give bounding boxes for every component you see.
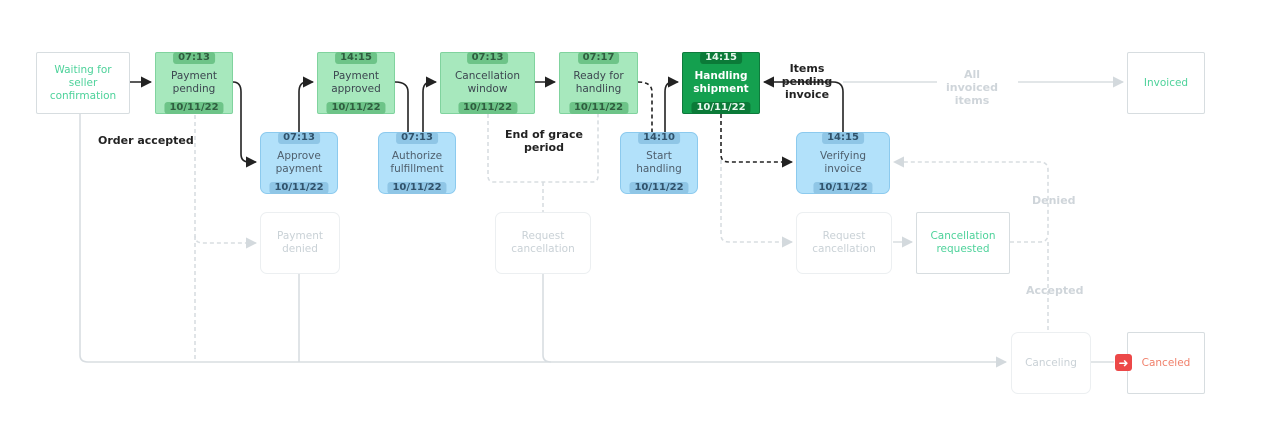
action-request-cancellation-2[interactable]: Request cancellation	[796, 212, 892, 274]
node-date: 10/11/22	[326, 102, 386, 114]
end-of-grace-period-label: End of grace period	[505, 128, 583, 154]
state-invoiced[interactable]: Invoiced	[1127, 52, 1205, 114]
edge-handling-to-request2	[720, 160, 794, 248]
node-time: 07:13	[278, 132, 320, 144]
node-label: Canceled	[1141, 356, 1191, 369]
node-label: Waiting for seller confirmation	[49, 63, 117, 102]
edge-verifying-to-handling	[762, 76, 844, 133]
node-time: 14:15	[335, 52, 377, 64]
node-time: 07:13	[173, 52, 215, 64]
node-date: 10/11/22	[629, 182, 689, 194]
items-pending-invoice-label: Items pending invoice	[781, 62, 833, 101]
node-time: 07:13	[396, 132, 438, 144]
state-cancellation-window[interactable]: 07:13 Cancellation window 10/11/22	[440, 52, 535, 114]
order-accepted-label: Order accepted	[98, 134, 194, 147]
edge-waiting-to-canceling	[79, 113, 1008, 368]
exit-icon: ➜	[1115, 354, 1132, 371]
node-label: Approve payment	[275, 150, 323, 175]
edge-handling-to-verifying	[720, 114, 794, 168]
node-date: 10/11/22	[269, 182, 329, 194]
node-label: Start handling	[636, 150, 682, 175]
node-label: Handling shipment	[693, 70, 749, 95]
edge-pending-to-denied	[194, 115, 258, 249]
node-label: Payment pending	[171, 70, 217, 95]
action-request-cancellation-1[interactable]: Request cancellation	[495, 212, 591, 274]
node-time: 14:10	[638, 132, 680, 144]
all-invoiced-items-label: All invoiced items	[946, 68, 998, 107]
state-canceling[interactable]: Canceling	[1011, 332, 1091, 394]
node-label: Cancellation requested	[930, 230, 996, 255]
accepted-label: Accepted	[1026, 284, 1084, 297]
denied-label: Denied	[1032, 194, 1076, 207]
node-date: 10/11/22	[164, 102, 224, 114]
edge-approved-to-authorize	[394, 81, 409, 133]
action-start-handling[interactable]: 14:10 Start handling 10/11/22	[620, 132, 698, 194]
edge-ready-to-start	[637, 81, 653, 133]
node-label: Cancellation window	[454, 70, 521, 95]
state-verifying-invoice[interactable]: 14:15 Verifying invoice 10/11/22	[796, 132, 890, 194]
state-handling-shipment-current[interactable]: 14:15 Handling shipment 10/11/22	[682, 52, 760, 114]
node-time: 14:15	[700, 52, 742, 64]
node-time: 14:15	[822, 132, 864, 144]
edge-authorize-to-window	[422, 76, 438, 133]
action-approve-payment[interactable]: 07:13 Approve payment 10/11/22	[260, 132, 338, 194]
edge-start-to-handling	[664, 76, 680, 133]
state-payment-approved[interactable]: 14:15 Payment approved 10/11/22	[317, 52, 395, 114]
edge-request1-to-canceling	[542, 274, 552, 363]
node-label: Payment approved	[331, 70, 381, 95]
edge-approve-to-approved	[298, 76, 315, 133]
state-payment-denied[interactable]: Payment denied	[260, 212, 340, 274]
action-authorize-fulfillment[interactable]: 07:13 Authorize fulfillment 10/11/22	[378, 132, 456, 194]
node-label: Payment denied	[277, 230, 323, 255]
node-label: Request cancellation	[511, 230, 575, 255]
node-label: Invoiced	[1143, 76, 1189, 89]
node-date: 10/11/22	[691, 102, 751, 114]
node-date: 10/11/22	[813, 182, 873, 194]
state-canceled[interactable]: Canceled	[1127, 332, 1205, 394]
node-label: Authorize fulfillment	[390, 150, 444, 175]
state-waiting-for-seller-confirmation[interactable]: Waiting for seller confirmation	[36, 52, 130, 114]
node-date: 10/11/22	[387, 182, 447, 194]
node-label: Ready for handling	[573, 70, 624, 95]
state-payment-pending[interactable]: 07:13 Payment pending 10/11/22	[155, 52, 233, 114]
node-date: 10/11/22	[568, 102, 629, 114]
node-time: 07:13	[466, 52, 509, 64]
state-ready-for-handling[interactable]: 07:17 Ready for handling 10/11/22	[559, 52, 638, 114]
node-label: Request cancellation	[812, 230, 876, 255]
state-cancellation-requested[interactable]: Cancellation requested	[916, 212, 1010, 274]
edge-pending-to-approve	[232, 81, 258, 168]
node-time: 07:17	[577, 52, 620, 64]
node-label: Verifying invoice	[819, 150, 867, 175]
node-label: Canceling	[1025, 356, 1077, 369]
node-date: 10/11/22	[457, 102, 518, 114]
